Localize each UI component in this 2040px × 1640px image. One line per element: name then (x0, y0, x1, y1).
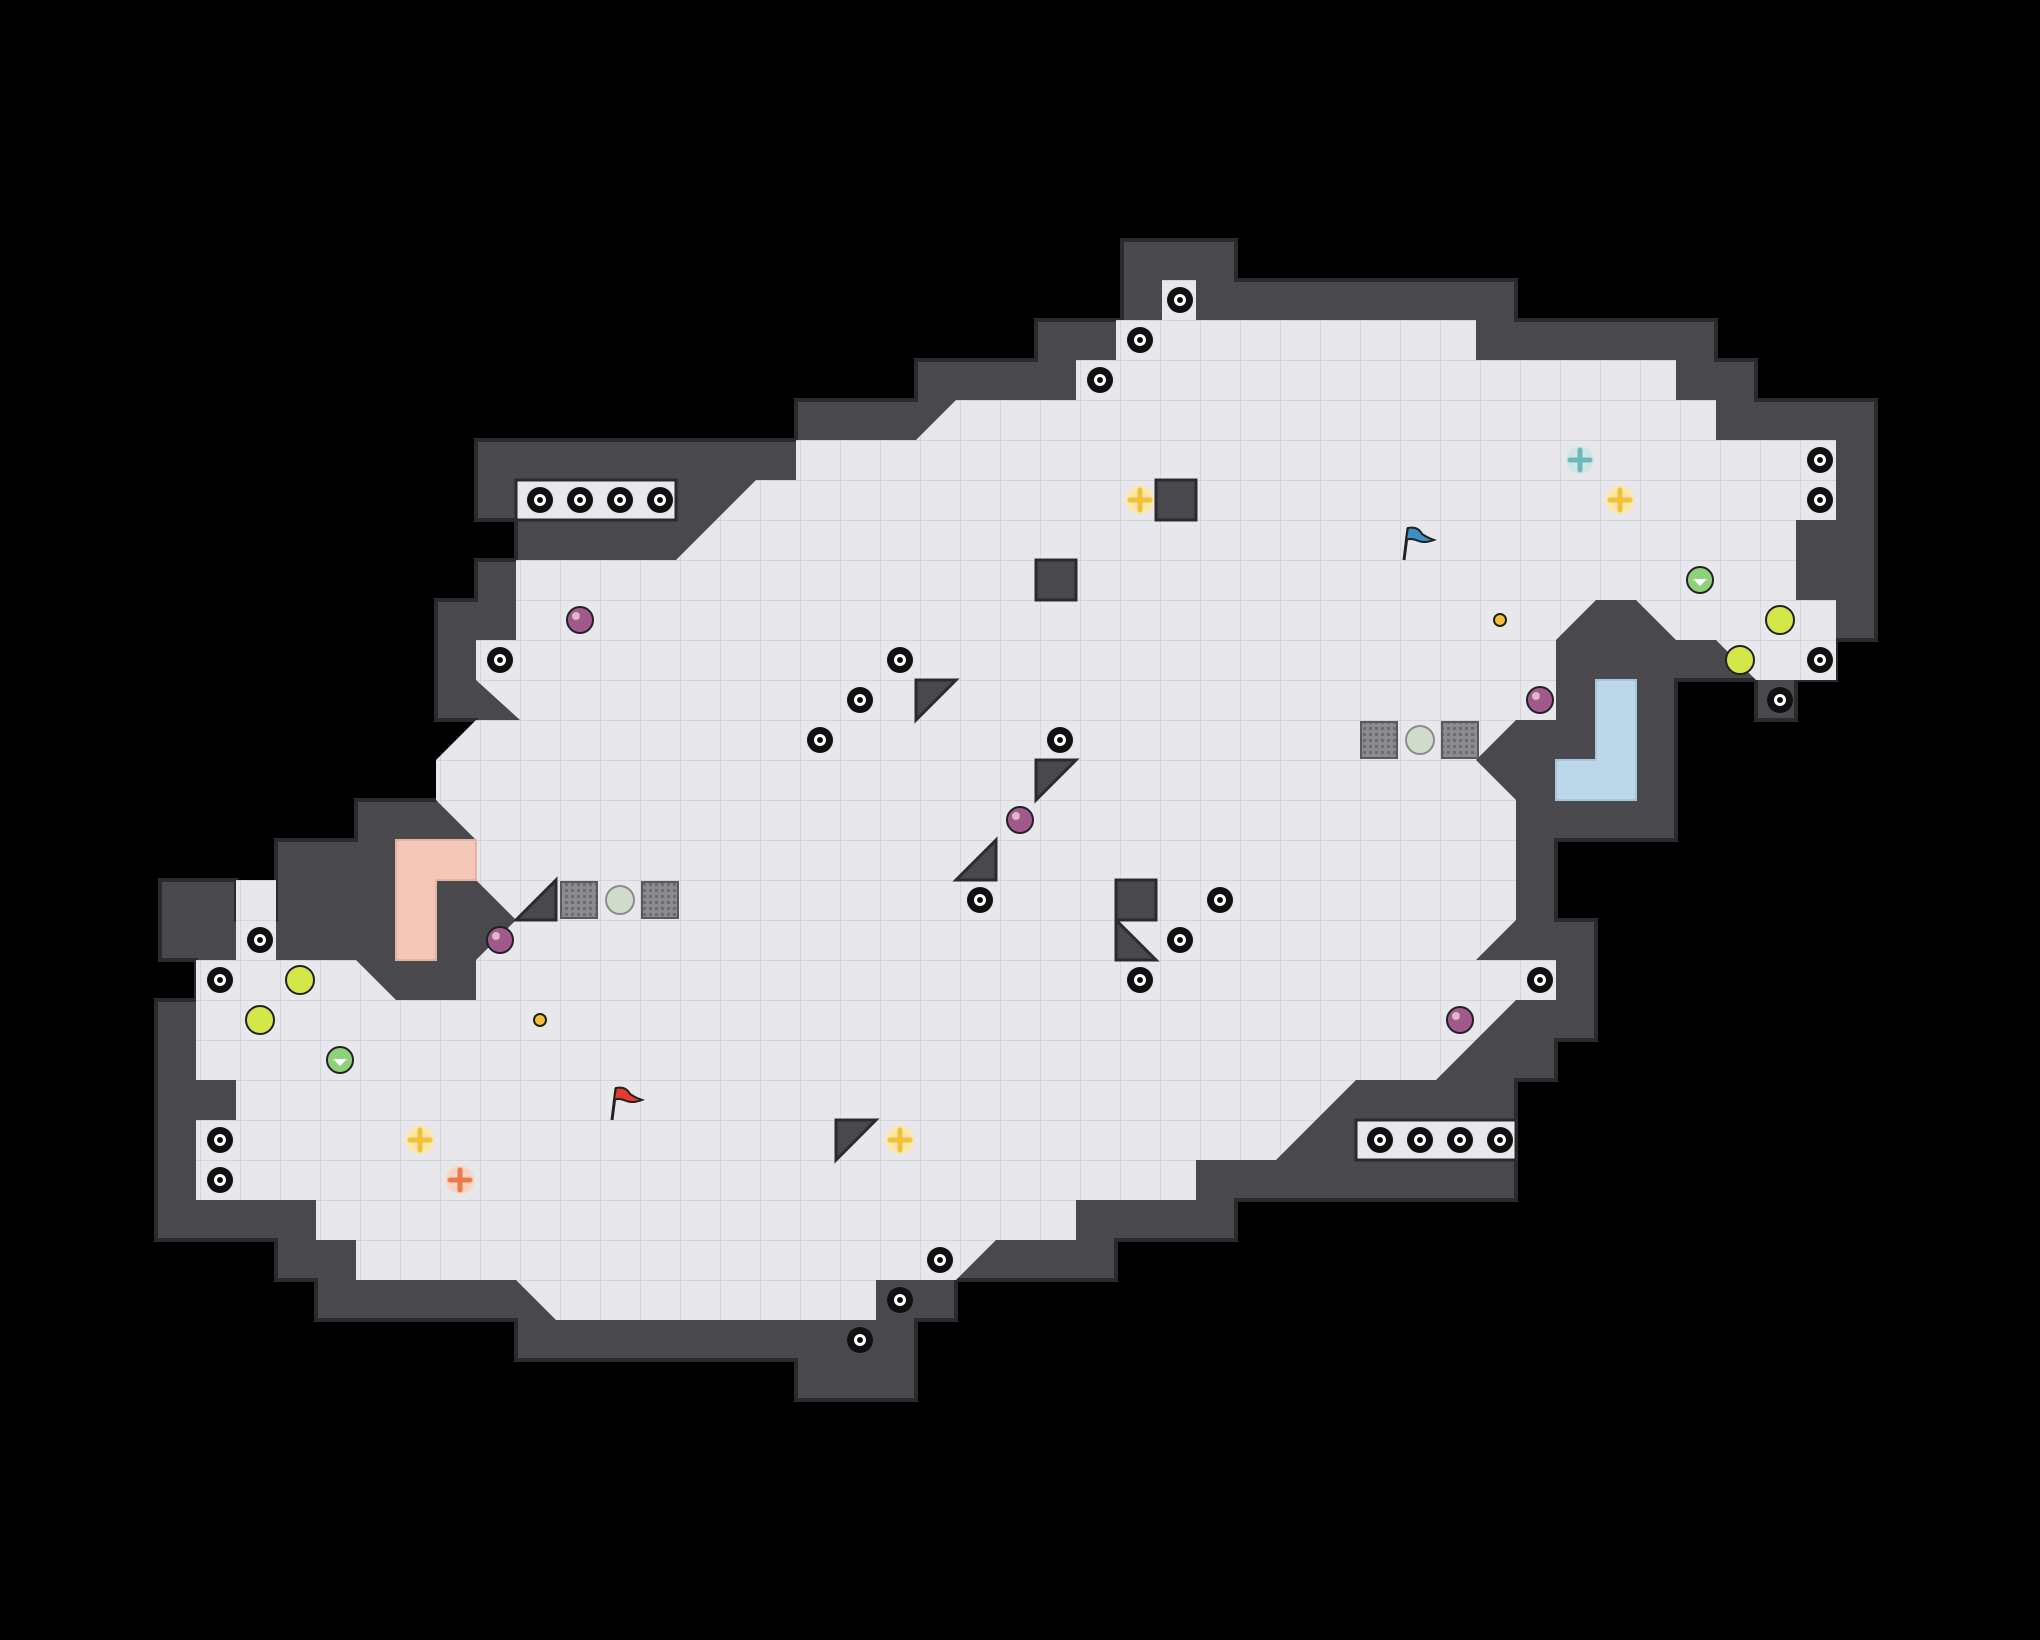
spike-icon (1167, 287, 1193, 313)
spike-icon (607, 487, 633, 513)
tagpro-icon (326, 1046, 354, 1074)
bomb-icon (1526, 686, 1554, 714)
spike-icon (1127, 967, 1153, 993)
spike-icon (807, 727, 833, 753)
spike-icon (1087, 367, 1113, 393)
spike-icon (1167, 927, 1193, 953)
powerup-icon (245, 1005, 275, 1035)
boost-icon (886, 1126, 914, 1154)
bomb-icon (1446, 1006, 1474, 1034)
portal-icon (533, 1013, 547, 1027)
powerups (245, 566, 1795, 1074)
spike-icon (887, 1287, 913, 1313)
wall-chunks (512, 478, 1198, 1164)
blue-flag (1402, 526, 1437, 561)
spike-icon (1447, 1127, 1473, 1153)
spike-icon (207, 1127, 233, 1153)
gate-right (1360, 721, 1479, 759)
spike-icon (1047, 727, 1073, 753)
spike-icon (1207, 887, 1233, 913)
powerup-icon (1725, 645, 1755, 675)
spike-icon (1487, 1127, 1513, 1153)
red-base-area (395, 839, 477, 961)
boost-icon (1126, 486, 1154, 514)
spike-icon (527, 487, 553, 513)
spike-icon (1767, 687, 1793, 713)
bomb-icon (1006, 806, 1034, 834)
bomb-icon (566, 606, 594, 634)
spike-icon (1807, 487, 1833, 513)
spike-icon (207, 1167, 233, 1193)
spike-icon (487, 647, 513, 673)
spike-icon (967, 887, 993, 913)
spike-icon (567, 487, 593, 513)
powerup-icon (1765, 605, 1795, 635)
spike-icon (1127, 327, 1153, 353)
bombs (486, 606, 1554, 1034)
spike-icon (1527, 967, 1553, 993)
spike-icon (647, 487, 673, 513)
spike-icon (1807, 647, 1833, 673)
boosts (406, 446, 1634, 1194)
spike-icon (887, 647, 913, 673)
bomb-icon (486, 926, 514, 954)
spike-icon (847, 687, 873, 713)
spike-icon (1807, 447, 1833, 473)
spike-icon (847, 1327, 873, 1353)
blue-boost-icon (1566, 446, 1594, 474)
spike-icon (1367, 1127, 1393, 1153)
spike-icon (207, 967, 233, 993)
spike-icon (247, 927, 273, 953)
red-flag (610, 1086, 645, 1121)
powerup-icon (285, 965, 315, 995)
boost-icon (1606, 486, 1634, 514)
spike-icon (927, 1247, 953, 1273)
red-boost-icon (446, 1166, 474, 1194)
tagpro-icon (1686, 566, 1714, 594)
portal-icon (1493, 613, 1507, 627)
gate-left (560, 881, 679, 919)
blue-base-area (1555, 679, 1637, 801)
spike-icon (1407, 1127, 1433, 1153)
boost-icon (406, 1126, 434, 1154)
